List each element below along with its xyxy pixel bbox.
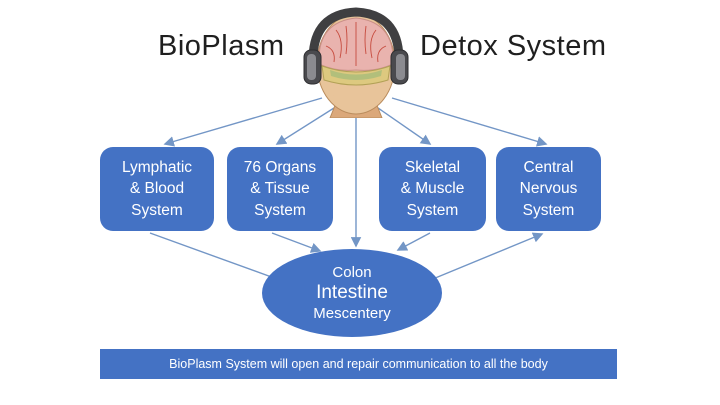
bottom-banner: BioPlasm System will open and repair com… — [100, 349, 617, 379]
box-lymphatic-blood-system: Lymphatic & Blood System — [100, 147, 214, 231]
head-with-headphones-icon — [296, 6, 416, 119]
box-skeletal-muscle-system: Skeletal & Muscle System — [379, 147, 486, 231]
title-bioplasm: BioPlasm — [158, 30, 285, 62]
title-detox-system: Detox System — [420, 30, 607, 62]
ellipse-line-colon: Colon — [332, 264, 372, 281]
box-76-organs-tissue-system: 76 Organs & Tissue System — [227, 147, 333, 231]
ellipse-line-intestine: Intestine — [316, 282, 388, 303]
ellipse-line-mescentery: Mescentery — [313, 305, 391, 322]
ellipse-colon-intestine-mescentery: Colon Intestine Mescentery — [262, 249, 442, 337]
box-central-nervous-system: Central Nervous System — [496, 147, 601, 231]
